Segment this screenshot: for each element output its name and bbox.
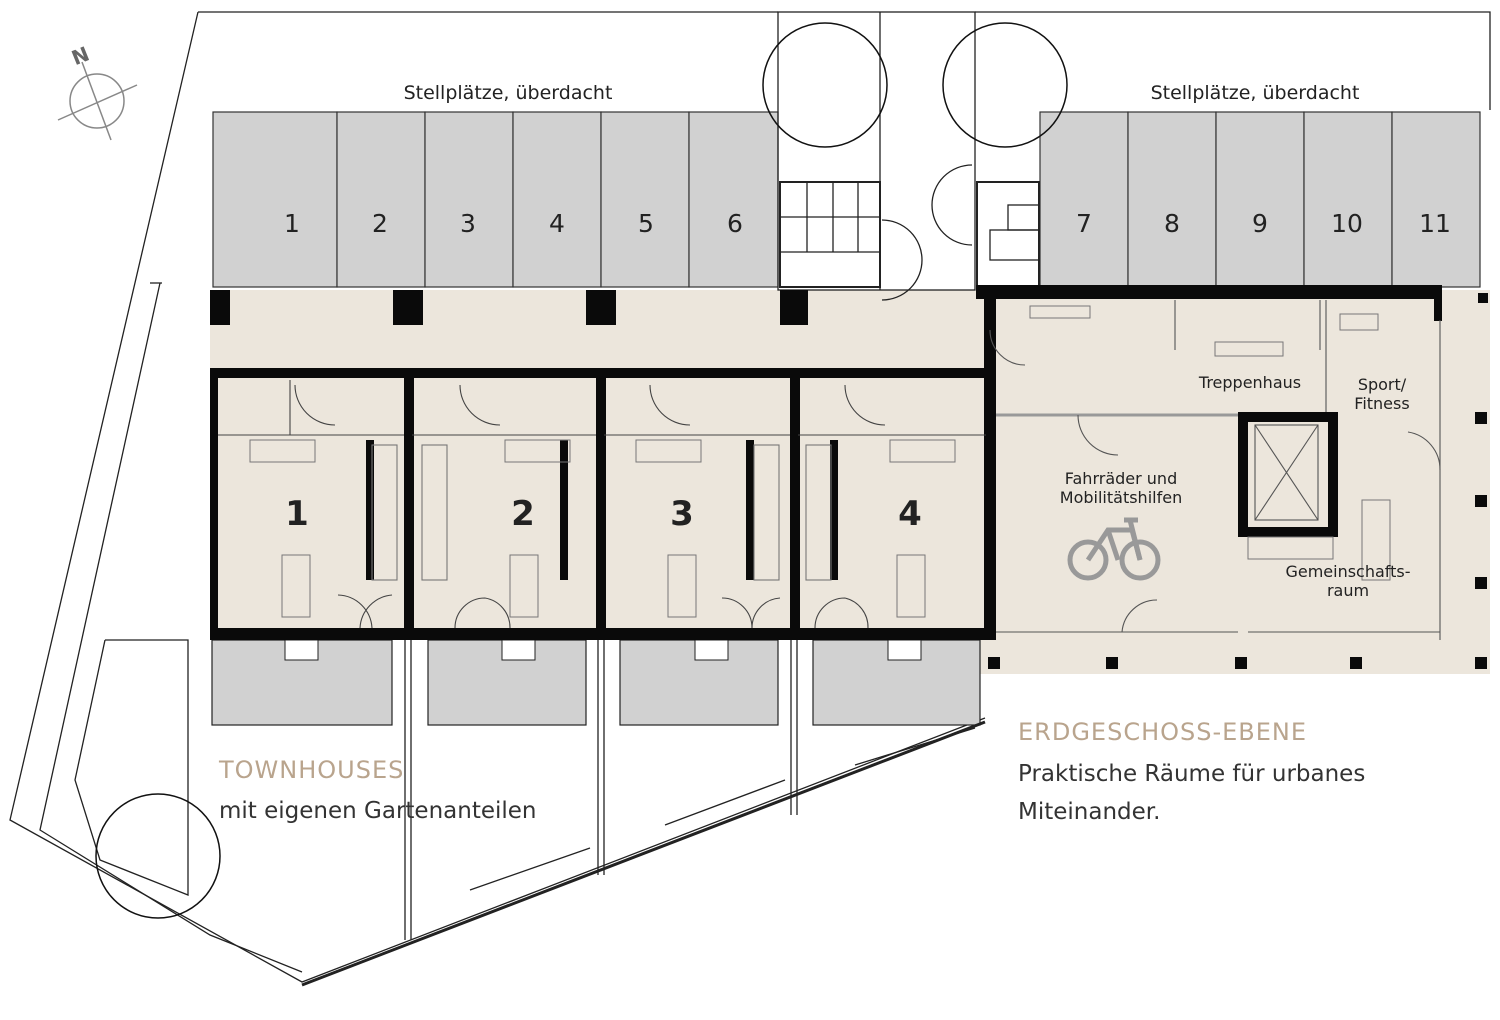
parking-number: 3: [460, 209, 476, 238]
room-label-raum: raum: [1327, 581, 1369, 600]
tree-icon: [95, 22, 1068, 919]
parking-number: 11: [1419, 209, 1451, 238]
common-area-interiors: [989, 300, 1441, 640]
townhouses-title: TOWNHOUSES: [219, 756, 405, 784]
entrance-passage: [777, 11, 1040, 301]
room-label-fahrraeder: Fahrräder und: [1065, 469, 1177, 488]
ground-floor-text: Praktische Räume für urbanes Miteinander…: [1018, 755, 1365, 831]
furniture: [249, 305, 1391, 618]
parking-row-left: [212, 111, 779, 288]
parking-number: 6: [727, 209, 743, 238]
room-label-gemeinschafts: Gemeinschafts-: [1285, 562, 1410, 581]
parking-number: 2: [372, 209, 388, 238]
garden-plots: [211, 639, 986, 987]
parking-number: 4: [549, 209, 565, 238]
parking-number: 1: [284, 209, 300, 238]
room-label-treppenhaus: Treppenhaus: [1198, 373, 1301, 392]
ground-floor-text-line-2: Miteinander.: [1018, 799, 1161, 825]
ground-floor-area: [210, 290, 1490, 674]
north-label: N: [68, 42, 93, 71]
townhouses-text: mit eigenen Gartenanteilen: [219, 792, 537, 830]
townhouse-number: 1: [285, 494, 309, 534]
room-label-fitness: Fitness: [1354, 394, 1409, 413]
parking-row-right: [1039, 111, 1481, 288]
room-label-mobilitaet: Mobilitätshilfen: [1060, 488, 1182, 507]
parking-header-right: Stellplätze, überdacht: [1151, 82, 1360, 104]
townhouses-text-line: mit eigenen Gartenanteilen: [219, 798, 537, 824]
ground-floor-text-line-1: Praktische Räume für urbanes: [1018, 761, 1366, 787]
parking-numbers: 1 2 3 4 5 6 7 8 9 10 11: [284, 209, 1451, 238]
townhouse-number: 2: [511, 494, 535, 534]
parking-header-left: Stellplätze, überdacht: [404, 82, 613, 104]
site-boundary: [9, 11, 1491, 983]
townhouse-number: 3: [670, 494, 694, 534]
townhouse-number: 4: [898, 494, 922, 534]
parking-number: 7: [1076, 209, 1092, 238]
ground-floor-title: ERDGESCHOSS-EBENE: [1018, 718, 1308, 746]
parking-number: 5: [638, 209, 654, 238]
parking-number: 10: [1331, 209, 1363, 238]
parking-number: 9: [1252, 209, 1268, 238]
walls: [210, 285, 1488, 669]
north-arrow-icon: [57, 61, 138, 141]
bicycle-icon: [1067, 517, 1161, 581]
parking-number: 8: [1164, 209, 1180, 238]
townhouse-interiors: [218, 380, 986, 629]
room-label-sport: Sport/: [1358, 375, 1407, 394]
townhouse-numbers: 1 2 3 4: [285, 494, 922, 534]
